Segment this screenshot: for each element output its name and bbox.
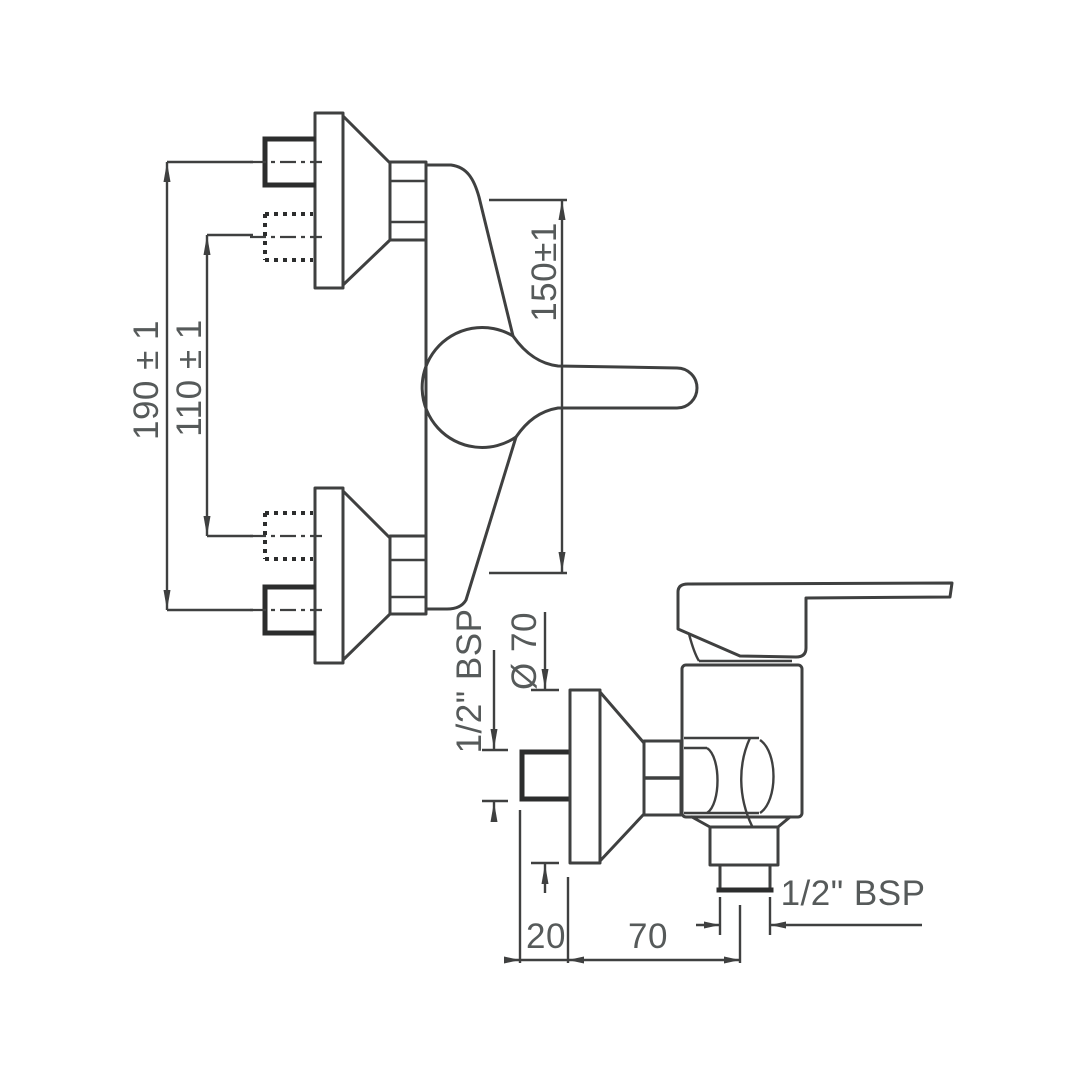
side-valve-cylinder: [684, 736, 775, 827]
side-lever-handle: [676, 581, 954, 659]
dim-line-bottom: [505, 810, 742, 963]
arrow-up-icon: [490, 802, 498, 822]
arrow-left-icon: [568, 956, 584, 964]
arrow-down-icon: [541, 669, 549, 689]
dim-line-flange-diameter: [531, 612, 559, 893]
arrow-right-icon: [704, 921, 720, 929]
dim-line-overall-height: [165, 160, 253, 612]
arrow-down-icon: [490, 729, 498, 749]
front-upper-hidden-stub: [263, 212, 313, 262]
dim-label-projection: 20: [526, 917, 566, 956]
dim-label-overall-height: 190 ± 1: [127, 320, 166, 440]
dim-line-inlet-thread: [482, 650, 508, 817]
side-view: [519, 581, 954, 893]
side-flange-cone: [598, 690, 646, 863]
front-lower-hex-nut: [388, 534, 428, 616]
side-handle-neck-curve: [687, 633, 701, 662]
dim-line-outlet-thread: [696, 897, 922, 935]
side-inlet-stub: [519, 749, 570, 802]
arrow-down-icon: [558, 552, 566, 572]
dim-label-inner-height: 110 ± 1: [170, 319, 209, 436]
front-upper-flange-plate: [313, 111, 345, 290]
arrow-up-icon: [558, 200, 566, 220]
front-view-dimensions: 190 ± 1 110 ± 1 150±1: [127, 160, 567, 612]
arrow-down-icon: [163, 590, 171, 610]
dim-label-inlet-thread: 1/2" BSP: [450, 609, 489, 754]
front-view: [250, 111, 699, 665]
arrow-right-icon: [504, 956, 520, 964]
mixer-body-outline: [424, 163, 699, 611]
front-lower-flange-plate: [313, 486, 345, 665]
dim-label-outlet-thread: 1/2" BSP: [781, 874, 926, 913]
front-lower-flange-cone: [341, 489, 392, 662]
side-hex-nut: [642, 739, 683, 817]
front-lower-hidden-stub: [263, 511, 313, 561]
arrow-right-icon: [724, 956, 740, 964]
dim-label-body-height: 150±1: [525, 222, 564, 322]
front-centerlines: [250, 160, 322, 612]
side-view-dimensions: Ø 70 1/2" BSP 20 70 1/2" BSP: [450, 609, 925, 964]
side-flange-plate: [568, 688, 602, 865]
dim-label-flange-diameter: Ø 70: [505, 612, 544, 690]
arrow-up-icon: [541, 864, 549, 884]
handle-ball: [420, 325, 518, 449]
front-upper-hex-nut: [388, 160, 428, 242]
arrow-up-icon: [163, 162, 171, 182]
dim-line-inner-height: [205, 233, 253, 538]
arrow-down-icon: [203, 516, 211, 536]
side-outlet-hex: [708, 825, 780, 867]
front-upper-flange-cone: [341, 114, 392, 287]
dim-line-body-height: [489, 198, 567, 575]
arrow-left-icon: [770, 921, 786, 929]
arrow-up-icon: [203, 235, 211, 255]
side-outlet-stub: [718, 863, 772, 892]
dim-label-offset: 70: [628, 917, 668, 956]
